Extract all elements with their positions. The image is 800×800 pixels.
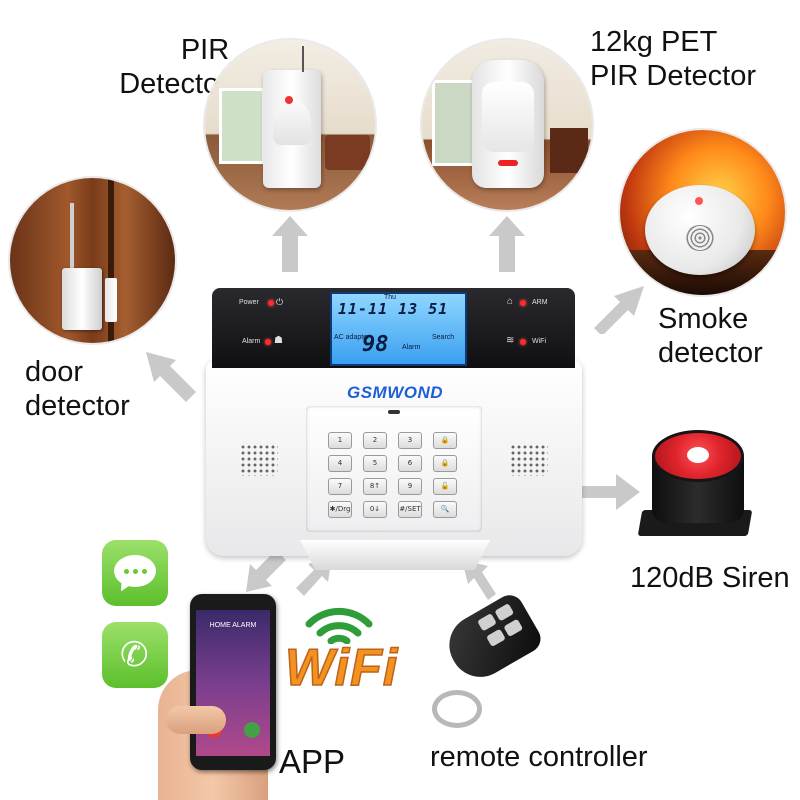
door-detector-label: door detector: [25, 355, 130, 423]
arrow-diagonal-icon: [146, 352, 196, 402]
keypad-key[interactable]: 1: [328, 432, 352, 449]
lcd-day: Thu: [384, 294, 397, 301]
phone-call-icon[interactable]: ✆: [102, 622, 168, 688]
arrow-diagonal-icon: [594, 286, 644, 334]
wifi-signal-icon: [305, 607, 373, 644]
keypad-key[interactable]: 🔓: [433, 478, 457, 495]
keypad-key[interactable]: 6: [398, 455, 422, 472]
door-label-line1: door: [25, 356, 84, 388]
keypad-cover-flap[interactable]: [300, 540, 490, 570]
siren-label: 120dB Siren: [630, 562, 790, 594]
pet-pir-sensor-device: [472, 60, 544, 188]
door-detector-photo: [10, 178, 175, 343]
arm-led: [520, 300, 526, 306]
wifi-led: [520, 339, 526, 345]
message-bubble-icon[interactable]: [102, 540, 168, 606]
app-label: APP: [279, 743, 346, 780]
key-ring: [432, 690, 482, 728]
phone-screen-title: HOME ALARM: [209, 622, 257, 629]
keypad-key[interactable]: 8↑: [363, 478, 387, 495]
phone-body: HOME ALARM: [190, 594, 276, 770]
alarm-bell-icon: ☗: [274, 335, 283, 346]
right-speaker-grille: [510, 444, 548, 476]
pir-detector-photo: [205, 40, 375, 210]
smoke-sensor-device: [645, 185, 755, 275]
lcd-alarm-text: Alarm: [402, 344, 421, 351]
pet-pir-detector-photo: [422, 40, 592, 210]
arrow-up-icon: [272, 216, 308, 272]
remote-body: [438, 590, 546, 688]
smoke-detector-label: Smoke detector: [658, 302, 763, 370]
arm-label: ARM: [532, 299, 548, 306]
smoke-detector-photo: [620, 130, 785, 295]
left-speaker-grille: [240, 444, 278, 476]
power-led: [268, 300, 274, 306]
keypad-key[interactable]: 🔍: [433, 501, 457, 518]
wifi-text: WiFi: [284, 639, 399, 697]
lcd-time: 11-11 13 51: [338, 300, 449, 318]
home-icon: ⌂: [507, 296, 514, 307]
lcd-zone-number: 98: [362, 332, 389, 357]
pet-pir-detector-label: 12kg PET PIR Detector: [590, 25, 756, 93]
alarm-led: [265, 339, 271, 345]
door-label-line2: detector: [25, 390, 130, 422]
lcd-screen: Thu 11-11 13 51 AC adapter Search 98 Ala…: [330, 292, 467, 366]
keypad-key[interactable]: 🔒: [433, 432, 457, 449]
keypad-key[interactable]: 9: [398, 478, 422, 495]
alarm-label: Alarm: [242, 338, 261, 345]
arrow-diagonal-icon: [246, 550, 286, 592]
wifi-status-icon: ≋: [506, 335, 515, 346]
keypad-key[interactable]: 7: [328, 478, 352, 495]
smoke-label-line2: detector: [658, 337, 763, 369]
power-label: Power: [239, 299, 259, 306]
keypad-key[interactable]: 2: [363, 432, 387, 449]
power-icon: ⏻: [276, 297, 284, 307]
pet-label-line1: 12kg PET: [590, 26, 718, 58]
keypad-key[interactable]: 5: [363, 455, 387, 472]
pet-label-line2: PIR Detector: [590, 60, 756, 92]
lcd-ac-adapter: AC adapter: [334, 334, 370, 341]
pir-sensor-device: [263, 70, 321, 188]
wifi-label: WiFi: [532, 338, 546, 345]
keypad-key[interactable]: 0↓: [363, 501, 387, 518]
keypad-key[interactable]: 🔒: [433, 455, 457, 472]
door-sensor-device: [62, 268, 102, 330]
remote-controller-label: remote controller: [430, 741, 648, 773]
keypad-key[interactable]: #/SET: [398, 501, 422, 518]
keypad-key[interactable]: ✱/Drg: [328, 501, 352, 518]
arrow-up-icon: [489, 216, 525, 272]
arrow-diagonal-icon: [462, 560, 496, 600]
lcd-search: Search: [432, 334, 455, 341]
arrow-right-icon: [582, 474, 640, 510]
keypad-key[interactable]: 3: [398, 432, 422, 449]
accept-call-icon[interactable]: [244, 722, 260, 738]
phone-screen: HOME ALARM: [196, 610, 270, 756]
pir-label-line1: PIR: [180, 34, 230, 66]
keypad-key[interactable]: 4: [328, 455, 352, 472]
brand-logo: GSMWOND: [347, 383, 444, 402]
siren-horn: [652, 430, 744, 482]
smoke-label-line1: Smoke: [658, 303, 749, 335]
